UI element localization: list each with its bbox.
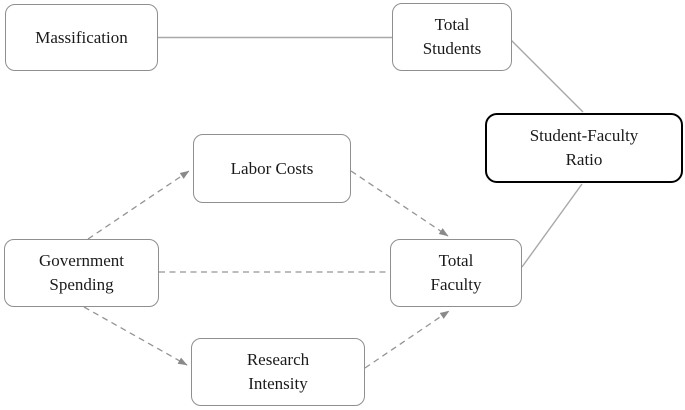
node-student-faculty-ratio: Student-Faculty Ratio <box>485 113 683 183</box>
edge-research-intensity-to-total-faculty <box>364 310 450 369</box>
node-total-faculty: Total Faculty <box>390 239 522 307</box>
edge-total-students-to-student-faculty-ratio <box>510 39 584 113</box>
node-government-spending: Government Spending <box>4 239 159 307</box>
node-research-intensity: Research Intensity <box>191 338 365 406</box>
node-labor-costs: Labor Costs <box>193 134 351 203</box>
edge-labor-costs-to-total-faculty <box>350 170 449 237</box>
edge-government-spending-to-labor-costs <box>87 170 190 240</box>
edge-total-faculty-to-student-faculty-ratio <box>521 183 583 268</box>
node-massification: Massification <box>5 4 158 71</box>
edge-government-spending-to-research-intensity <box>83 306 188 366</box>
node-total-students: Total Students <box>392 3 512 71</box>
